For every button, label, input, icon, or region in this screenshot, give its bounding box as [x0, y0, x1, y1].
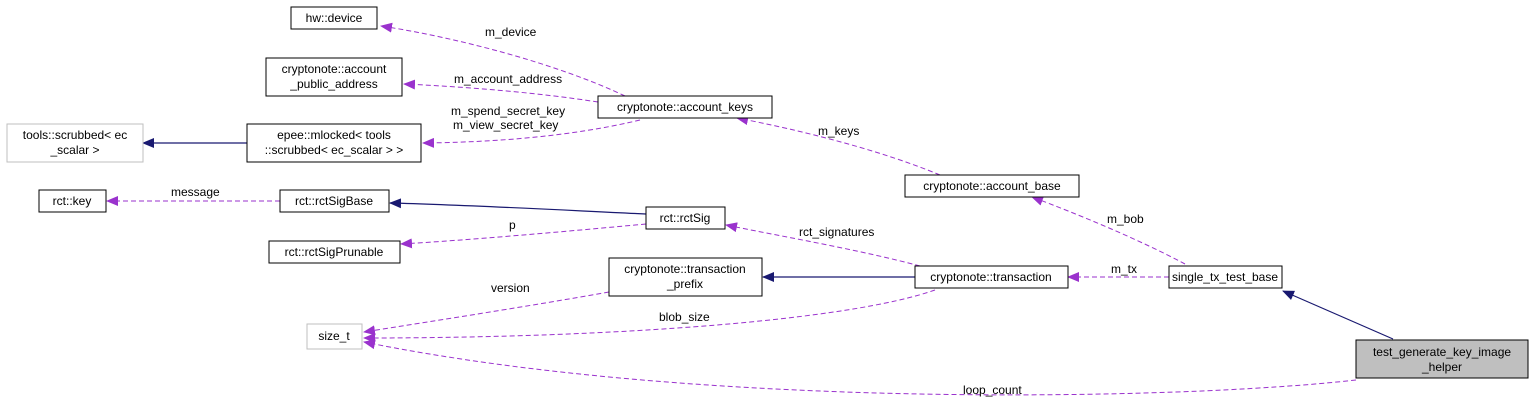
- node-account-keys[interactable]: cryptonote::account_keys: [597, 95, 773, 119]
- node-rct-sig[interactable]: rct::rctSig: [645, 206, 726, 230]
- node-transaction-prefix-line2: _prefix: [666, 277, 703, 291]
- node-account-public-address-line2: _public_address: [289, 77, 377, 91]
- edge-inherit-helper-base: [1282, 290, 1394, 340]
- node-account-keys-label: cryptonote::account_keys: [617, 100, 753, 114]
- edges: [106, 22, 1394, 396]
- edge-secret-keys: [422, 119, 641, 148]
- node-tools-scrubbed[interactable]: tools::scrubbed< ec _scalar >: [6, 123, 144, 163]
- node-test-generate-key-image-helper[interactable]: test_generate_key_image _helper: [1355, 339, 1529, 379]
- node-account-public-address[interactable]: cryptonote::account _public_address: [265, 57, 403, 97]
- label-blob-size: blob_size: [659, 310, 710, 324]
- label-m-tx: m_tx: [1111, 262, 1137, 276]
- node-single-tx-test-base-label: single_tx_test_base: [1172, 270, 1278, 284]
- node-test-helper-line1: test_generate_key_image: [1373, 345, 1511, 359]
- label-p: p: [509, 218, 516, 232]
- edge-m-device: [380, 22, 626, 97]
- node-hw-device[interactable]: hw::device: [290, 6, 378, 30]
- node-rct-sig-label: rct::rctSig: [660, 211, 711, 225]
- node-test-helper-line2: _helper: [1421, 360, 1462, 374]
- label-m-device: m_device: [485, 25, 537, 39]
- label-m-keys: m_keys: [818, 124, 859, 138]
- label-loop-count: loop_count: [963, 383, 1022, 397]
- label-m-view-secret-key: m_view_secret_key: [453, 118, 558, 132]
- node-rct-sig-prunable[interactable]: rct::rctSigPrunable: [268, 240, 401, 264]
- node-epee-mlocked-line1: epee::mlocked< tools: [277, 128, 391, 142]
- label-version: version: [491, 281, 530, 295]
- edge-version: [363, 291, 610, 336]
- nodes: hw::device cryptonote::account _public_a…: [6, 6, 1529, 379]
- edge-m-keys: [736, 115, 941, 176]
- label-message: message: [171, 185, 220, 199]
- label-m-spend-secret-key: m_spend_secret_key: [451, 104, 565, 118]
- node-epee-mlocked[interactable]: epee::mlocked< tools ::scrubbed< ec_scal…: [246, 123, 422, 163]
- edge-blob-size: [363, 289, 936, 343]
- node-transaction-prefix-line1: cryptonote::transaction: [624, 262, 745, 276]
- edge-loop-count: [363, 339, 1357, 396]
- node-size-t-label: size_t: [318, 329, 350, 343]
- node-account-base-label: cryptonote::account_base: [923, 179, 1061, 193]
- edge-m-bob: [1031, 196, 1186, 265]
- node-rct-sig-prunable-label: rct::rctSigPrunable: [285, 245, 384, 259]
- node-single-tx-test-base[interactable]: single_tx_test_base: [1168, 265, 1283, 289]
- node-account-public-address-line1: cryptonote::account: [282, 62, 387, 76]
- node-hw-device-label: hw::device: [306, 11, 363, 25]
- edge-m-account-address: [403, 79, 599, 103]
- node-account-base[interactable]: cryptonote::account_base: [904, 174, 1080, 198]
- edge-inherit-rctsig-rctsigbase: [389, 198, 647, 215]
- node-transaction-prefix[interactable]: cryptonote::transaction _prefix: [608, 257, 763, 297]
- edge-p: [400, 223, 647, 249]
- edge-labels: m_device m_account_address m_spend_secre…: [171, 25, 1144, 397]
- node-tools-scrubbed-line1: tools::scrubbed< ec: [23, 128, 127, 142]
- node-tools-scrubbed-line2: _scalar >: [49, 143, 99, 157]
- node-rct-key-label: rct::key: [53, 194, 92, 208]
- label-m-account-address: m_account_address: [454, 72, 562, 86]
- node-epee-mlocked-line2: ::scrubbed< ec_scalar > >: [265, 143, 403, 157]
- node-transaction-label: cryptonote::transaction: [930, 270, 1051, 284]
- node-transaction[interactable]: cryptonote::transaction: [914, 265, 1069, 289]
- edge-rct-signatures: [725, 222, 921, 267]
- label-rct-signatures: rct_signatures: [799, 225, 874, 239]
- label-m-bob: m_bob: [1107, 212, 1144, 226]
- node-rct-key[interactable]: rct::key: [38, 189, 107, 213]
- node-size-t[interactable]: size_t: [306, 323, 363, 350]
- node-rct-sig-base-label: rct::rctSigBase: [295, 194, 373, 208]
- node-rct-sig-base[interactable]: rct::rctSigBase: [279, 189, 390, 213]
